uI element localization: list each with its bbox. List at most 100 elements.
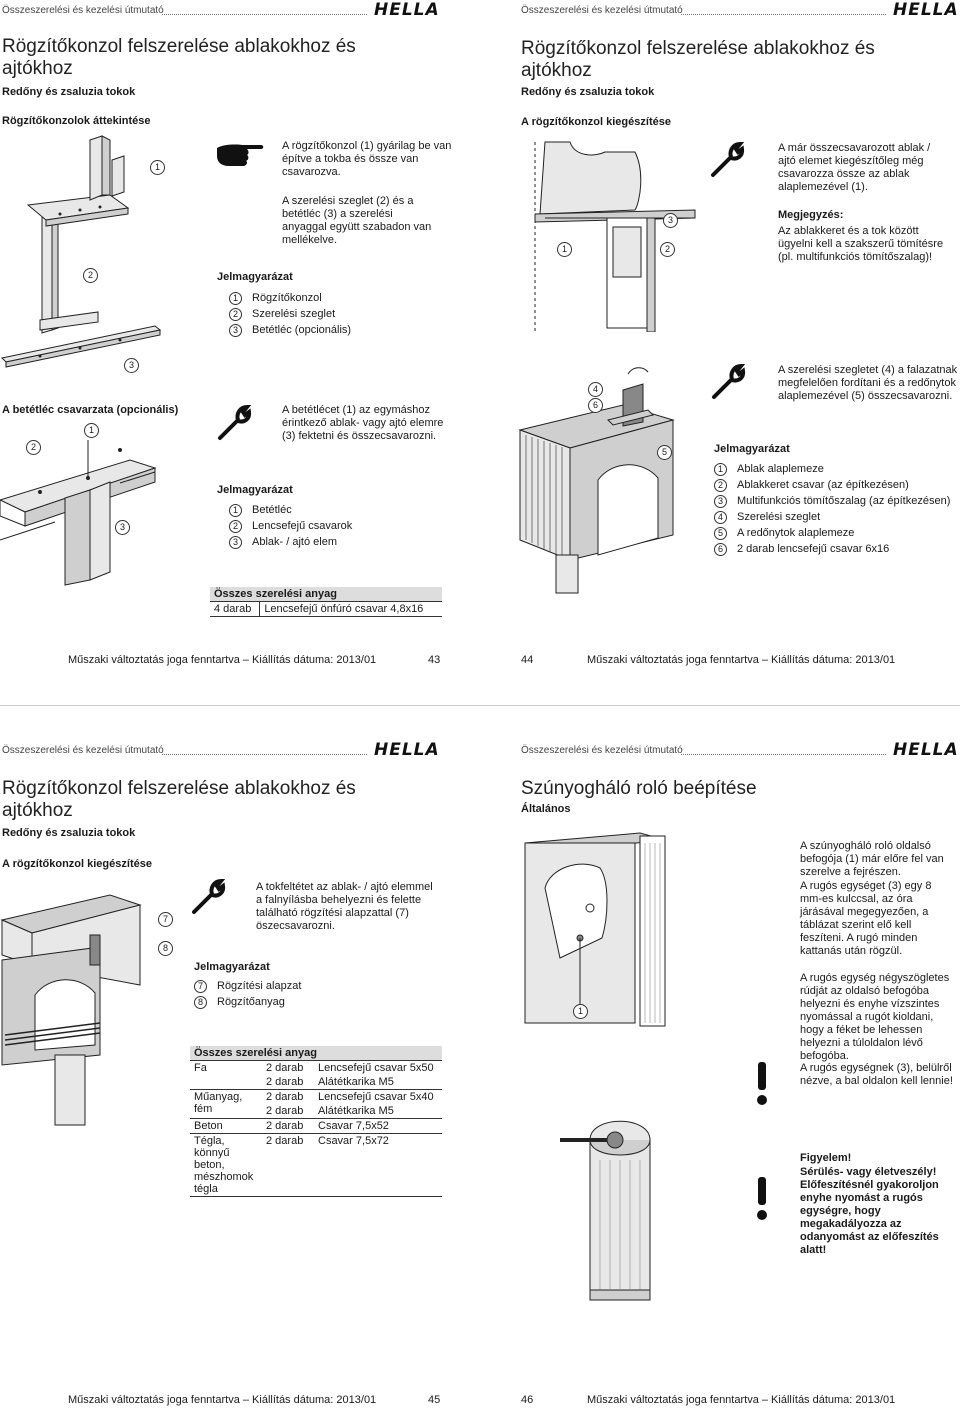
- footer-notice: Műszaki változtatás joga fenntartva – Ki…: [587, 1394, 896, 1406]
- legend-title: Jelmagyarázat: [194, 961, 270, 973]
- hella-logo: HELLA: [374, 740, 440, 760]
- exclamation-icon: [757, 1177, 767, 1220]
- header-divider: [681, 14, 886, 15]
- callout: 1: [557, 242, 572, 257]
- page-subtitle: Általános: [521, 803, 571, 815]
- body-text: A rugós egységet (3) egy 8 mm-es kulccsa…: [800, 880, 932, 957]
- footer-notice: Műszaki változtatás joga fenntartva – Ki…: [68, 1394, 377, 1406]
- wrench-icon: [712, 363, 746, 399]
- header-manual-title: Összeszerelési és kezelési útmutató: [2, 5, 164, 16]
- footer-notice: Műszaki változtatás joga fenntartva – Ki…: [587, 654, 896, 666]
- section-heading: A betétléc csavarzata (opcionális): [2, 404, 179, 416]
- body-text: A rugós egységnek (3), belülről nézve, a…: [800, 1062, 953, 1087]
- spring-tension-diagram: [560, 1120, 651, 1301]
- callout: 4: [588, 382, 603, 397]
- hella-logo: HELLA: [893, 740, 959, 760]
- page-subtitle: Redőny és zsaluzia tokok: [521, 86, 655, 98]
- callout: 3: [115, 520, 130, 535]
- body-text: A rugós egység négyszögletes rúdját az o…: [800, 972, 950, 1062]
- page-number: 46: [521, 1394, 534, 1406]
- callout: 2: [83, 268, 98, 283]
- page-title: Rögzítőkonzol felszerelése ablakokhoz és…: [2, 36, 356, 79]
- section-heading: A rögzítőkonzol kiegészítése: [2, 858, 152, 870]
- callout: 6: [588, 398, 603, 413]
- mounting-angle-diagram: [518, 367, 675, 594]
- callout: 8: [158, 941, 173, 956]
- callout: 2: [26, 440, 41, 455]
- spread-divider: [0, 705, 960, 706]
- warning-text: Sérülés- vagy életveszély! Előfeszítésné…: [800, 1166, 939, 1256]
- note-text: Az ablakkeret és a tok között ügyelni ke…: [778, 225, 944, 263]
- note-text: A szerelési szeglet (2) és a betétléc (3…: [282, 195, 432, 246]
- section-heading: A rögzítőkonzol kiegészítése: [521, 116, 671, 128]
- fixing-base-diagram: [0, 894, 142, 1126]
- body-text: A szúnyogháló roló oldalsó befogója (1) …: [800, 840, 944, 878]
- page-title: Rögzítőkonzol felszerelése ablakokhoz és…: [521, 38, 875, 81]
- section-heading: Rögzítőkonzolok áttekintése: [2, 115, 151, 127]
- callout: 5: [657, 445, 672, 460]
- callout: 7: [158, 912, 173, 927]
- callout: 3: [663, 213, 678, 228]
- page-number: 45: [428, 1394, 441, 1406]
- window-plate-diagram: [534, 141, 696, 332]
- page-number: 43: [428, 654, 441, 666]
- materials-title: Összes szerelési anyag: [210, 587, 442, 602]
- pointing-hand-icon: [217, 144, 264, 166]
- page-subtitle: Redőny és zsaluzia tokok: [2, 86, 136, 98]
- callout: 3: [124, 358, 139, 373]
- legend-title: Jelmagyarázat: [217, 484, 293, 496]
- footer-notice: Műszaki változtatás joga fenntartva – Ki…: [68, 654, 377, 666]
- page-subtitle: Redőny és zsaluzia tokok: [2, 827, 136, 839]
- exclamation-icon: [757, 1062, 767, 1105]
- wrench-icon: [711, 141, 745, 177]
- note-label: Megjegyzés:: [778, 209, 844, 221]
- bracket-overview-diagram: [0, 135, 162, 368]
- callout: 1: [150, 160, 165, 175]
- legend-title: Jelmagyarázat: [714, 443, 790, 455]
- fly-screen-head-diagram: [524, 832, 666, 1027]
- callout: 2: [660, 242, 675, 257]
- materials-title: Összes szerelési anyag: [190, 1046, 442, 1061]
- insert-strip-diagram: [0, 440, 157, 586]
- callout: 1: [84, 423, 99, 438]
- note-text: A szerelési szegletet (4) a falazatnak m…: [778, 364, 958, 402]
- hella-logo: HELLA: [893, 0, 959, 20]
- wrench-icon: [192, 878, 226, 914]
- note-text: A már összecsavarozott ablak / ajtó elem…: [778, 142, 931, 193]
- header-manual-title: Összeszerelési és kezelési útmutató: [521, 5, 683, 16]
- page-title: Rögzítőkonzol felszerelése ablakokhoz és…: [2, 778, 356, 821]
- callout: 1: [573, 1004, 588, 1019]
- page-number: 44: [521, 654, 534, 666]
- wrench-icon: [218, 404, 252, 440]
- hella-logo: HELLA: [374, 0, 440, 20]
- note-text: A rögzítőkonzol (1) gyárilag be van épít…: [282, 140, 452, 178]
- header-manual-title: Összeszerelési és kezelési útmutató: [521, 745, 683, 756]
- warning-title: Figyelem!: [800, 1152, 852, 1164]
